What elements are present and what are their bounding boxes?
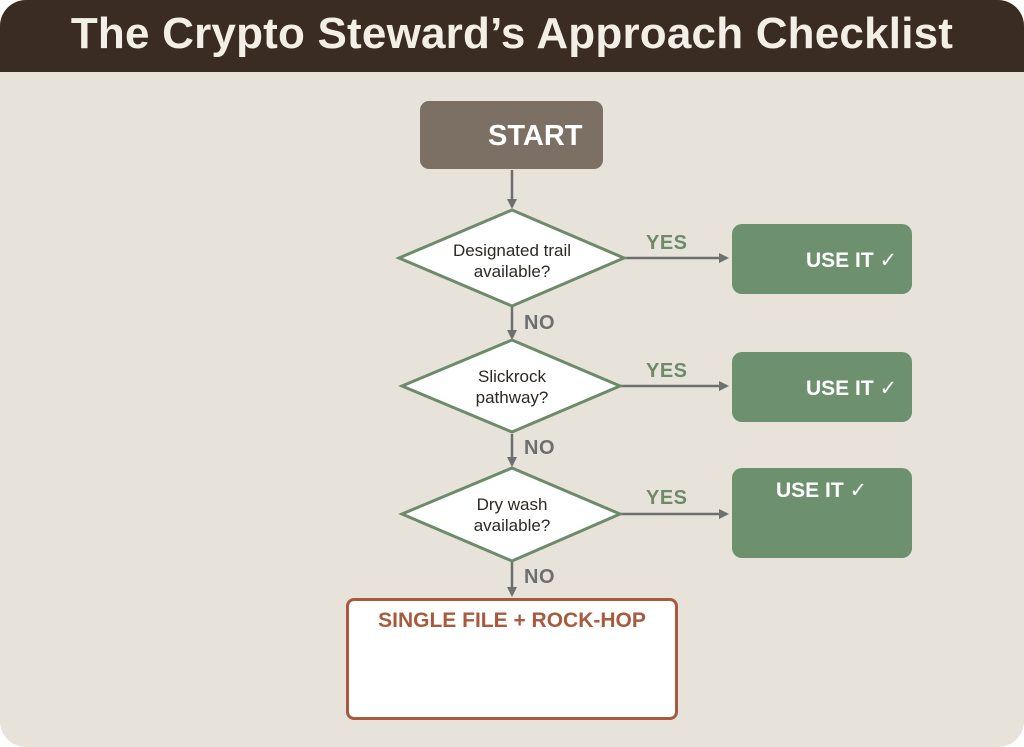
decision-diamond-3 — [398, 466, 624, 563]
decision-1-yes-label: YES — [646, 232, 688, 254]
title-bar — [0, 0, 1024, 72]
decision-2-text: Slickrock pathway? — [432, 366, 592, 408]
decision-2-yes-label: YES — [646, 360, 688, 382]
decision-diamond-2 — [398, 338, 624, 434]
page-title: The Crypto Steward’s Approach Checklist — [70, 9, 954, 58]
decision-3-text: Dry wash available? — [432, 494, 592, 536]
decision-3-no-label: NO — [524, 566, 555, 588]
decision-2-line1: Slickrock — [477, 367, 546, 386]
decision-2-no-label: NO — [524, 437, 555, 459]
final-outcome-box — [346, 598, 678, 720]
decision-2-line2: pathway? — [475, 388, 549, 407]
decision-1-line1: Designated trail — [452, 241, 572, 260]
start-label: START — [488, 120, 583, 152]
use-it-box-1 — [732, 224, 912, 294]
decision-diamond-1 — [395, 208, 628, 308]
decision-1-line2: available? — [473, 262, 551, 281]
use-it-label-1: USE IT ✓ — [806, 249, 898, 272]
final-outcome-label: SINGLE FILE + ROCK-HOP — [378, 609, 646, 632]
use-it-box-3 — [732, 468, 912, 558]
use-it-label-3: USE IT ✓ — [776, 479, 868, 502]
decision-1-no-label: NO — [524, 312, 555, 334]
decision-3-line2: available? — [473, 516, 551, 535]
decision-3-line1: Dry wash — [476, 495, 548, 514]
use-it-label-2: USE IT ✓ — [806, 377, 898, 400]
decision-1-text: Designated trail available? — [432, 240, 592, 282]
start-node — [420, 101, 603, 169]
use-it-box-2 — [732, 352, 912, 422]
decision-3-yes-label: YES — [646, 487, 688, 509]
